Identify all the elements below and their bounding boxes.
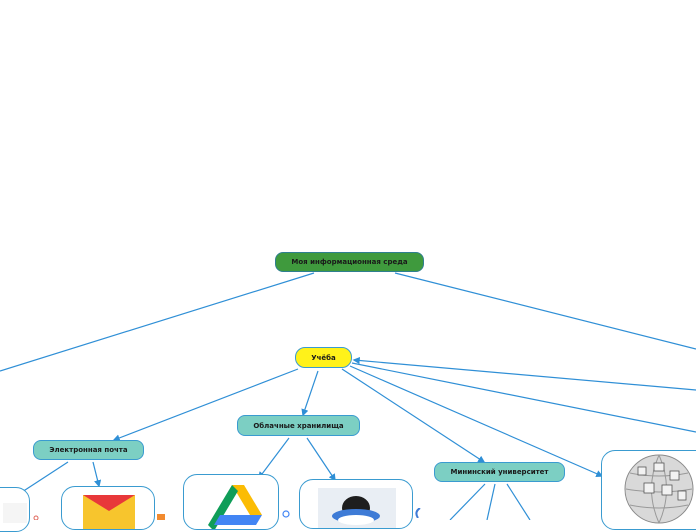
connector-root-right (394, 272, 696, 350)
connector-cloud-gdrive (258, 437, 290, 480)
university-node-label: Мининский университет (450, 468, 549, 476)
connector-university-2 (486, 483, 496, 520)
yandex-disk-card[interactable] (299, 479, 413, 529)
connector-email-left (21, 461, 69, 493)
yandex-mail-card[interactable] (61, 486, 155, 530)
yandex-mail-corner-icon (157, 514, 165, 520)
wikipedia-card[interactable] (601, 450, 696, 530)
category-node-email[interactable]: Электронная почта (33, 440, 144, 460)
connector-root-left (0, 272, 315, 372)
connector-study-cloud (301, 370, 319, 417)
yandex-disk-corner-icon (415, 508, 421, 518)
google-drive-logo-icon (208, 485, 262, 529)
wikipedia-globe-icon (624, 454, 694, 524)
root-node-label: Моя информационная среда (291, 258, 408, 266)
connector-study-email (112, 368, 299, 442)
mindmap-canvas (0, 272, 696, 520)
gmail-logo-icon (3, 503, 27, 523)
connector-email-yandex (92, 461, 102, 488)
category-node-minin-university[interactable]: Мининский университет (434, 462, 565, 482)
category-node-cloud-storage[interactable]: Облачные хранилища (237, 415, 360, 436)
study-node[interactable]: Учёба (295, 347, 352, 368)
google-drive-card[interactable] (183, 474, 279, 530)
connector-university-1 (449, 483, 486, 520)
connector-right-2-to-study (351, 362, 696, 433)
cloud-node-label: Облачные хранилища (253, 421, 344, 430)
gmail-card[interactable] (0, 487, 30, 532)
connector-study-wikipedia (349, 365, 604, 477)
yandex-mail-logo-icon (83, 495, 135, 529)
connector-university-3 (506, 483, 531, 520)
yandex-disk-logo-icon (318, 488, 396, 528)
email-node-label: Электронная почта (49, 446, 128, 454)
gmail-g-small-icon (33, 515, 39, 520)
connector-study-university (341, 368, 486, 463)
connector-cloud-ydisk (306, 437, 336, 482)
study-node-label: Учёба (311, 353, 336, 362)
google-g-small-icon (282, 510, 290, 518)
connector-right-1-to-study (352, 356, 696, 391)
root-node-my-info-environment[interactable]: Моя информационная среда (275, 252, 424, 272)
